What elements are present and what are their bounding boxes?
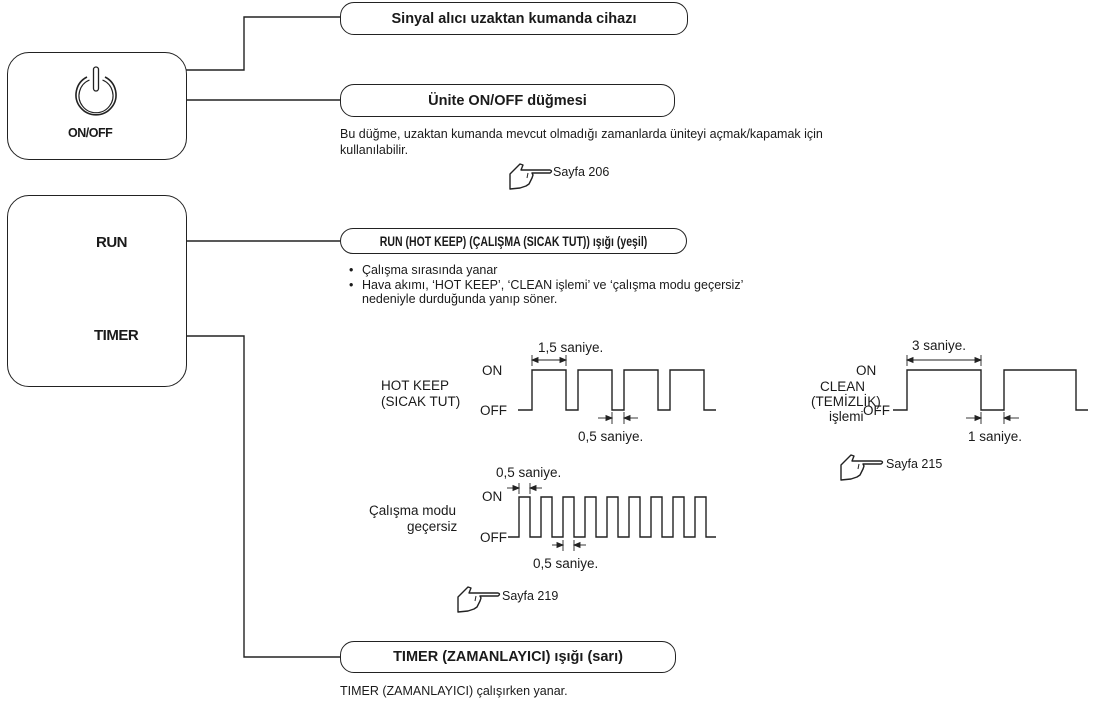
invalid-mode-off: OFF	[480, 530, 507, 545]
invalid-mode-page-ref[interactable]: Sayfa 219	[502, 589, 559, 603]
clean-on-time: 3 saniye.	[912, 338, 967, 353]
run-lamp-title: RUN (HOT KEEP) (ÇALIŞMA (SICAK TUT)) ışı…	[340, 228, 687, 254]
clean-waveform	[893, 369, 1088, 411]
run-bullet-1: Çalışma sırasında yanar	[344, 263, 743, 278]
pointing-hand-icon	[457, 586, 501, 613]
onoff-description-line2: kullanılabilir.	[340, 143, 409, 157]
run-bullet-2: Hava akımı, ‘HOT KEEP’, ‘CLEAN işlemi’ v…	[344, 278, 743, 293]
onoff-panel-label: ON/OFF	[68, 126, 113, 140]
power-icon[interactable]	[67, 63, 125, 121]
remote-receiver-title: Sinyal alıcı uzaktan kumanda cihazı	[340, 2, 688, 35]
timer-lamp-label: TIMER	[94, 327, 139, 344]
hot-keep-on: ON	[482, 363, 503, 378]
run-bullet-2-cont: nedeniyle durduğunda yanıp söner.	[362, 292, 558, 306]
clean-off-time: 1 saniye.	[968, 429, 1023, 444]
run-lamp-label: RUN	[96, 234, 128, 251]
hot-keep-label-2: (SICAK TUT)	[381, 394, 461, 409]
hot-keep-off-time: 0,5 saniye.	[578, 429, 644, 444]
timer-connector	[165, 335, 340, 658]
clean-label-1: CLEAN	[820, 379, 866, 394]
onoff-page-ref[interactable]: Sayfa 206	[553, 165, 610, 179]
invalid-mode-label-2: geçersiz	[407, 519, 458, 534]
run-lamp-bullets: Çalışma sırasında yanar Hava akımı, ‘HOT…	[344, 263, 743, 292]
hot-keep-off: OFF	[480, 403, 507, 418]
clean-label-3: işlemi	[829, 409, 864, 424]
pointing-hand-icon	[840, 454, 884, 481]
invalid-mode-off-time: 0,5 saniye.	[533, 556, 599, 571]
clean-on: ON	[856, 363, 877, 378]
pointing-hand-icon	[509, 163, 553, 190]
clean-off: OFF	[863, 403, 890, 418]
invalid-mode-on: ON	[482, 489, 503, 504]
hot-keep-waveform	[518, 369, 716, 411]
hot-keep-on-time: 1,5 saniye.	[538, 340, 604, 355]
invalid-mode-label-1: Çalışma modu	[369, 503, 457, 518]
invalid-mode-on-time: 0,5 saniye.	[496, 465, 562, 480]
invalid-mode-waveform	[508, 496, 716, 538]
onoff-description-line1: Bu düğme, uzaktan kumanda mevcut olmadığ…	[340, 127, 823, 141]
receiver-connector	[180, 16, 340, 71]
lamp-panel	[7, 195, 187, 387]
hot-keep-label-1: HOT KEEP	[381, 378, 450, 393]
timer-lamp-description: TIMER (ZAMANLAYICI) çalışırken yanar.	[340, 684, 568, 698]
onoff-button-title: Ünite ON/OFF düğmesi	[340, 84, 675, 117]
clean-page-ref[interactable]: Sayfa 215	[886, 457, 943, 471]
timer-lamp-title: TIMER (ZAMANLAYICI) ışığı (sarı)	[340, 641, 676, 673]
clean-label-2: (TEMİZLİK)	[811, 394, 881, 409]
